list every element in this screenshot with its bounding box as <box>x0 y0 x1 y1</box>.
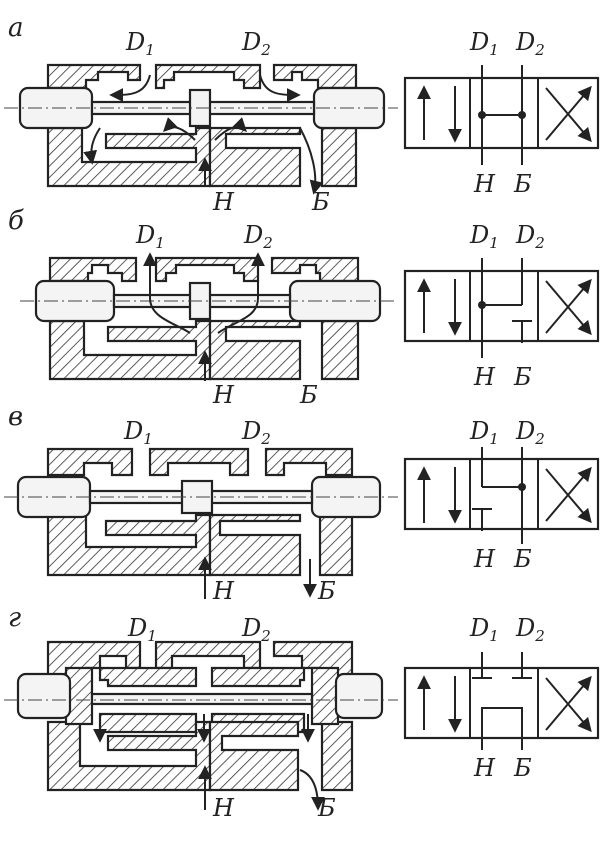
spool <box>20 279 398 323</box>
valve-symbol <box>403 65 600 165</box>
symbol-label-h: Н <box>473 754 496 782</box>
label-h: Н <box>212 577 235 605</box>
valve-symbol <box>403 652 600 750</box>
symbol-label-d1: D1 <box>469 28 499 59</box>
symbol-label-b: Б <box>513 754 532 782</box>
symbol-label-h: Н <box>473 545 496 573</box>
label-d2: D2 <box>241 417 271 448</box>
valve-body <box>46 640 354 792</box>
label-d2: D2 <box>241 28 271 59</box>
symbol-label-b: Б <box>513 363 532 391</box>
row-letter: в <box>8 402 23 432</box>
symbol-label-d1: D1 <box>469 614 499 645</box>
label-h: Н <box>212 381 235 409</box>
symbol-label-d2: D2 <box>515 28 545 59</box>
symbol-label-d1: D1 <box>469 417 499 448</box>
label-h: Н <box>212 188 235 216</box>
label-b: Б <box>317 794 336 822</box>
symbol-label-d2: D2 <box>515 614 545 645</box>
symbol-label-d1: D1 <box>469 221 499 252</box>
label-d1: D1 <box>127 614 157 645</box>
row-b: б D1 D2 Н Б <box>8 206 600 409</box>
label-b: Б <box>299 381 318 409</box>
valve-body <box>48 256 360 381</box>
symbol-label-d2: D2 <box>515 221 545 252</box>
symbol-label-b: Б <box>513 545 532 573</box>
flow-arrows <box>143 252 265 381</box>
valve-symbol <box>403 258 600 358</box>
label-b: Б <box>311 188 330 216</box>
spool <box>4 475 398 519</box>
row-v: в D1 D2 Н Б <box>4 402 600 605</box>
row-letter: а <box>8 13 24 43</box>
row-letter: б <box>8 206 24 236</box>
label-d2: D2 <box>241 614 271 645</box>
label-d1: D1 <box>135 221 165 252</box>
label-d2: D2 <box>243 221 273 252</box>
symbol-label-h: Н <box>473 363 496 391</box>
row-a: а D1 D2 Н <box>4 13 600 216</box>
row-g: г D1 D2 Н <box>4 603 600 822</box>
symbol-label-d2: D2 <box>515 417 545 448</box>
label-h: Н <box>212 794 235 822</box>
flow-arrows <box>198 556 317 599</box>
label-b: Б <box>317 577 336 605</box>
label-d1: D1 <box>123 417 153 448</box>
valve-body <box>46 447 354 577</box>
flow-arrows <box>93 714 325 811</box>
symbol-label-h: Н <box>473 170 496 198</box>
spool <box>4 672 398 720</box>
label-d1: D1 <box>125 28 155 59</box>
flow-arrows <box>83 74 324 195</box>
row-letter: г <box>8 603 21 633</box>
valve-symbol <box>403 447 600 544</box>
spool <box>4 86 398 130</box>
symbol-label-b: Б <box>513 170 532 198</box>
valve-body <box>46 63 358 188</box>
